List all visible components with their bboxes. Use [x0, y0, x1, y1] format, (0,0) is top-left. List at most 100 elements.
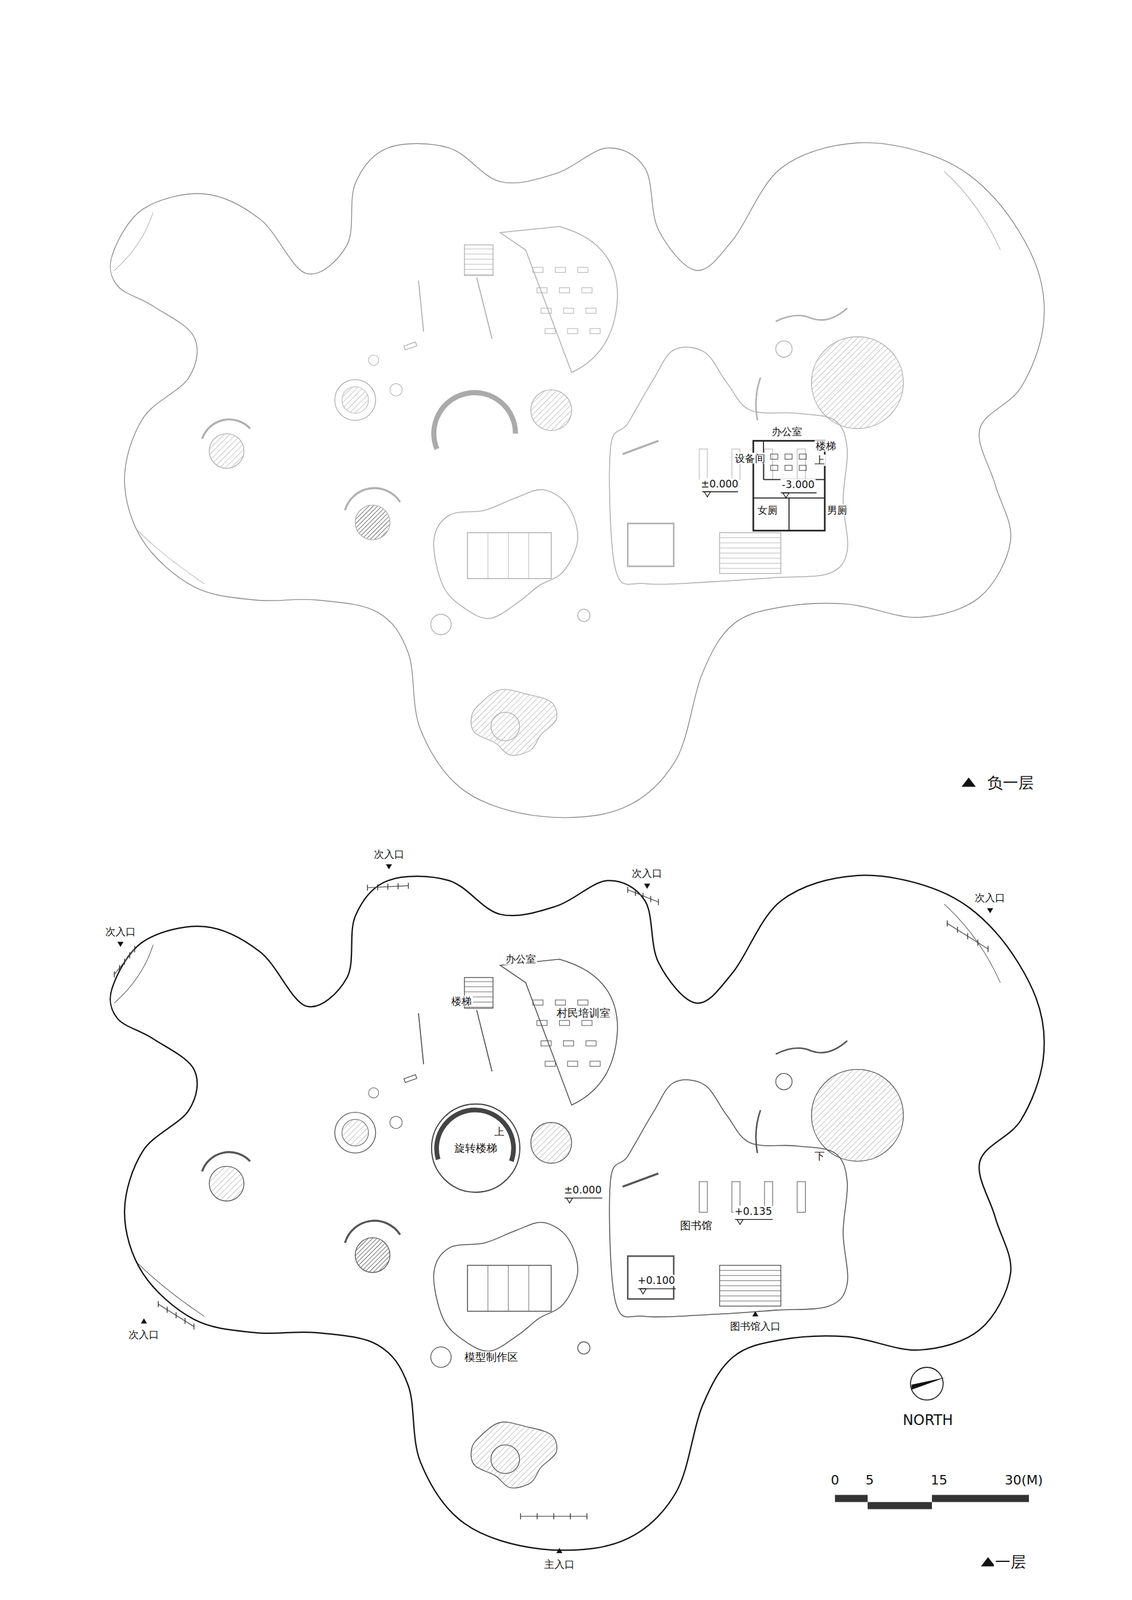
level-mark: ±0.000	[699, 478, 740, 490]
room-label: 村民培训室	[555, 1007, 612, 1020]
stair-tread	[464, 981, 494, 983]
stair-symbol	[719, 1265, 781, 1308]
stair-tread	[719, 1296, 781, 1297]
model-area-wall	[433, 490, 578, 619]
entrance-tick	[977, 939, 978, 946]
entrance-tick	[157, 1301, 159, 1308]
scale-number: 30(M)	[1003, 1473, 1044, 1489]
stair-tread	[464, 274, 494, 276]
desk-symbol	[559, 1020, 570, 1027]
entrance-arrow	[117, 942, 124, 948]
entrance-tick	[634, 890, 636, 897]
entrance-tick	[987, 946, 989, 953]
seat-arc	[344, 488, 401, 511]
desk-symbol	[581, 287, 592, 293]
stair-tread	[719, 563, 781, 564]
light-well	[577, 1342, 591, 1355]
ring-stair	[436, 1109, 514, 1162]
desk-symbol	[590, 1061, 601, 1068]
column-line	[476, 277, 493, 339]
desk-symbol	[544, 328, 555, 335]
desk-symbol	[585, 1041, 597, 1047]
desk-symbol	[537, 1020, 548, 1027]
light-well	[390, 384, 403, 397]
tree-symbol	[811, 337, 904, 429]
north-label: NORTH	[901, 1413, 954, 1429]
desk-symbol	[770, 465, 778, 472]
tree-symbol	[341, 1120, 369, 1147]
entrance-arrow	[752, 1311, 759, 1318]
desk-symbol	[784, 465, 792, 472]
node-text: 旋转楼梯	[454, 1142, 498, 1155]
north-arrow	[911, 1377, 946, 1391]
plan-line	[137, 1263, 204, 1317]
tree-symbol	[355, 1237, 391, 1273]
stair-direction: 下	[813, 1151, 826, 1163]
level-triangle	[640, 1289, 647, 1295]
workshop-grid	[528, 1265, 529, 1312]
scale-bar	[834, 1495, 868, 1503]
tree-symbol	[209, 434, 244, 469]
workshop-box	[467, 532, 552, 579]
stair-tread	[719, 547, 781, 549]
desk-symbol	[577, 267, 588, 273]
entrance-label: 图书馆入口	[728, 1321, 782, 1333]
level-triangle	[566, 1198, 573, 1205]
workshop-grid	[528, 532, 529, 579]
bench-symbol	[755, 1110, 761, 1154]
entrance-threshold	[114, 949, 135, 975]
library-wall	[609, 1080, 848, 1318]
room-label: 设备间	[733, 452, 767, 464]
desk-symbol	[784, 454, 792, 460]
desk-symbol	[537, 287, 548, 293]
desk-symbol	[532, 1000, 544, 1006]
workshop-grid	[507, 532, 509, 579]
light-well	[334, 1112, 376, 1155]
entrance-tick	[113, 971, 115, 978]
building-outline	[110, 142, 1045, 819]
stair-tread	[719, 557, 781, 559]
seat-arc	[201, 1152, 251, 1172]
ring-outer	[431, 1104, 520, 1193]
stair-direction: 上	[493, 1126, 506, 1138]
entrance-tick	[536, 1513, 538, 1520]
spiral-stair-ring: 旋转楼梯	[428, 1101, 523, 1196]
stair-symbol	[464, 244, 494, 276]
desk-symbol	[581, 1020, 592, 1027]
entrance-tick	[129, 952, 130, 959]
level-mark: +0.135	[733, 1205, 774, 1218]
table-symbol	[699, 448, 708, 480]
library-wall	[609, 347, 848, 585]
stair-tread	[464, 259, 494, 260]
bench-symbol	[403, 1074, 417, 1083]
workshop-grid	[507, 1265, 509, 1312]
planting-bed	[471, 1422, 557, 1489]
entrance-tick	[650, 896, 651, 903]
entrance-tick	[193, 1323, 195, 1330]
stair-tread	[719, 1301, 781, 1302]
entrance-tick	[123, 959, 125, 966]
entrance-tick	[407, 883, 409, 890]
workshop-grid	[487, 1265, 489, 1312]
entrance-threshold	[947, 923, 989, 950]
room-wall	[788, 498, 790, 532]
tree-symbol	[341, 387, 369, 414]
desk-symbol	[799, 465, 807, 472]
room-label: 办公室	[504, 953, 538, 966]
basement-plan	[110, 142, 1045, 819]
tree-symbol	[209, 1166, 244, 1202]
workshop-grid	[487, 532, 489, 579]
tree-symbol	[530, 1123, 572, 1165]
entrance-arrow	[385, 864, 392, 870]
stair-tread	[464, 992, 494, 993]
light-well	[390, 1116, 403, 1130]
entrance-label: 次入口	[104, 926, 137, 938]
training-room-wall	[500, 226, 618, 373]
tree-symbol	[775, 341, 792, 358]
stair-tread	[719, 568, 781, 569]
scale-number: 5	[864, 1473, 875, 1489]
entrance-arrow	[644, 884, 651, 890]
stair-tread	[464, 264, 494, 265]
stair-symbol	[719, 532, 781, 575]
level-mark: ±0.000	[562, 1184, 603, 1196]
